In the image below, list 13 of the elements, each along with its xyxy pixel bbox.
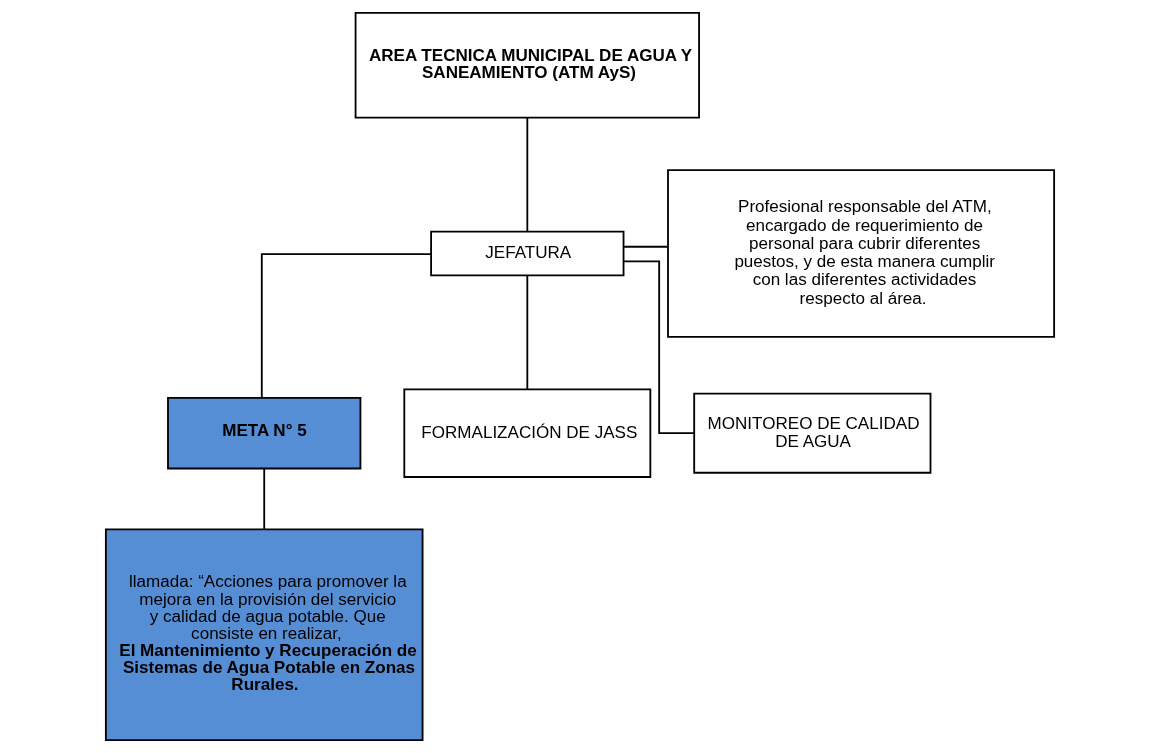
node-box: Profesional responsable del ATM, encargado de requerimiento de personal para cubrir diferentes puestos, y de esta manera cumplir con las diferentes actividades respecto al área. — [667, 169, 1056, 338]
node-box: FORMALIZACIÓN DE JASS — [403, 388, 652, 478]
connector — [622, 245, 669, 248]
connector — [622, 260, 695, 435]
node-box: JEFATURA — [430, 230, 625, 277]
connector — [260, 253, 432, 399]
connector — [526, 274, 529, 391]
node-box: META N° 5 — [167, 396, 362, 470]
node-box: llamada: “Acciones para promover la mejora en la provisión del servicio y calidad de agua potable. Que consiste en realizar, El Mantenimiento y Recuperación de Sistemas de Agua Potable en Zonas Rurales. — [104, 528, 424, 741]
connector — [263, 467, 266, 530]
node-box: MONITOREO DE CALIDAD DE AGUA — [693, 392, 932, 474]
connector — [526, 116, 529, 233]
node-box: AREA TECNICA MUNICIPAL DE AGUA Y SANEAMIENTO (ATM AyS) — [354, 12, 700, 119]
